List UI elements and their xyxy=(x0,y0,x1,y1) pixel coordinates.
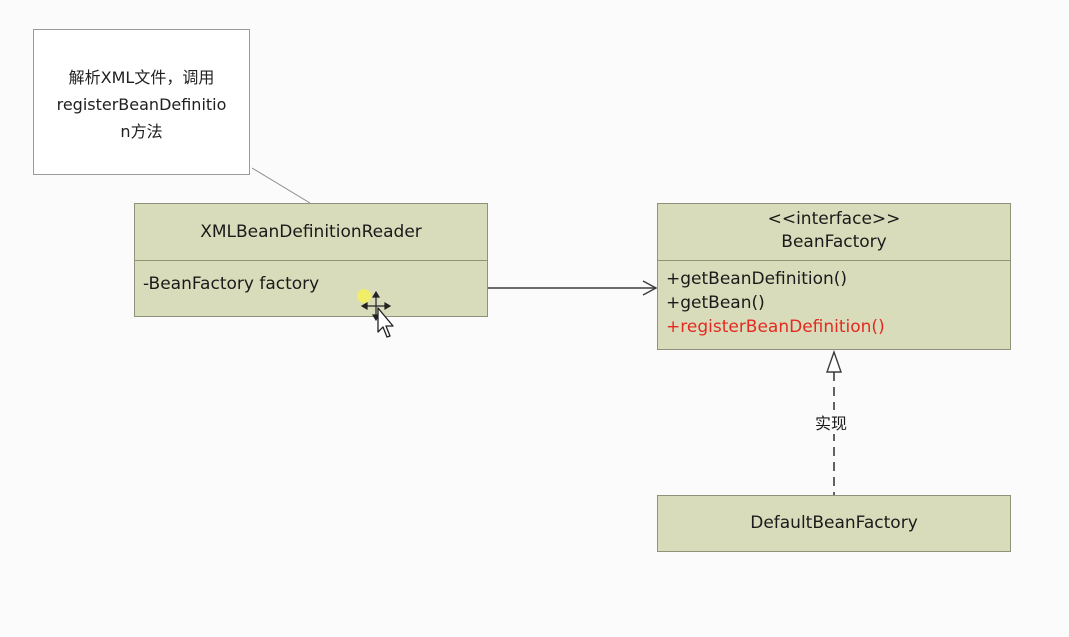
class-attributes: -BeanFactory factory xyxy=(135,261,487,294)
xml-bean-definition-reader-class[interactable]: XMLBeanDefinitionReader -BeanFactory fac… xyxy=(134,203,488,317)
move-cursor-icon xyxy=(357,289,394,338)
method-get-bean: +getBean() xyxy=(666,293,765,313)
realization-label: 实现 xyxy=(815,410,848,434)
attribute-factory: -BeanFactory factory xyxy=(143,274,320,294)
class-name: DefaultBeanFactory xyxy=(750,513,918,533)
method-register-bean-definition: +registerBeanDefinition() xyxy=(666,317,885,337)
interface-name: BeanFactory xyxy=(781,232,887,252)
realization-triangle xyxy=(826,349,842,373)
note-line-3: n方法 xyxy=(120,122,163,141)
note-line-2: registerBeanDefinitio xyxy=(56,95,227,114)
bean-factory-interface[interactable]: <<interface>> BeanFactory +getBeanDefini… xyxy=(657,203,1011,350)
note-line-1: 解析XML文件，调用 xyxy=(68,68,215,87)
comment-note: 解析XML文件，调用 registerBeanDefinitio n方法 xyxy=(33,29,250,175)
default-bean-factory-class[interactable]: DefaultBeanFactory xyxy=(657,495,1011,552)
class-name: XMLBeanDefinitionReader xyxy=(135,204,487,261)
method-get-bean-definition: +getBeanDefinition() xyxy=(666,269,848,289)
association-arrowhead xyxy=(642,280,658,296)
note-anchor-line xyxy=(251,167,311,204)
stereotype-label: <<interface>> xyxy=(767,209,901,229)
interface-header: <<interface>> BeanFactory xyxy=(658,204,1010,261)
arrow-pointer-icon xyxy=(377,307,394,338)
interface-methods: +getBeanDefinition() +getBean() +registe… xyxy=(658,261,1010,339)
